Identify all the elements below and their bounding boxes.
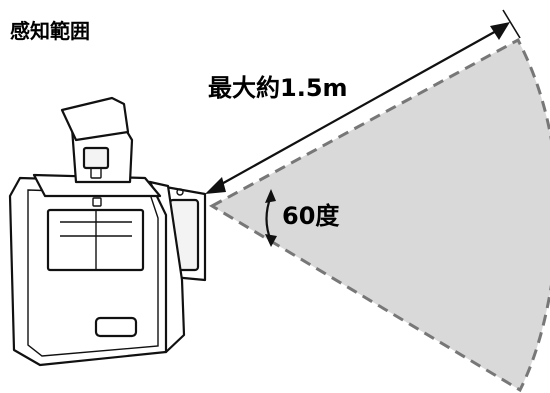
distance-arrow-right [490, 22, 510, 40]
distance-label: 最大約1.5m [208, 74, 348, 102]
device-illustration [8, 96, 207, 367]
angle-indicator [265, 189, 277, 247]
distance-dimension [205, 9, 521, 194]
angle-label: 60度 [282, 202, 340, 230]
detection-cone [212, 40, 550, 390]
diagram-title: 感知範囲 [10, 19, 90, 43]
detection-cone-border [208, 37, 550, 393]
distance-arrow-left [205, 177, 226, 194]
